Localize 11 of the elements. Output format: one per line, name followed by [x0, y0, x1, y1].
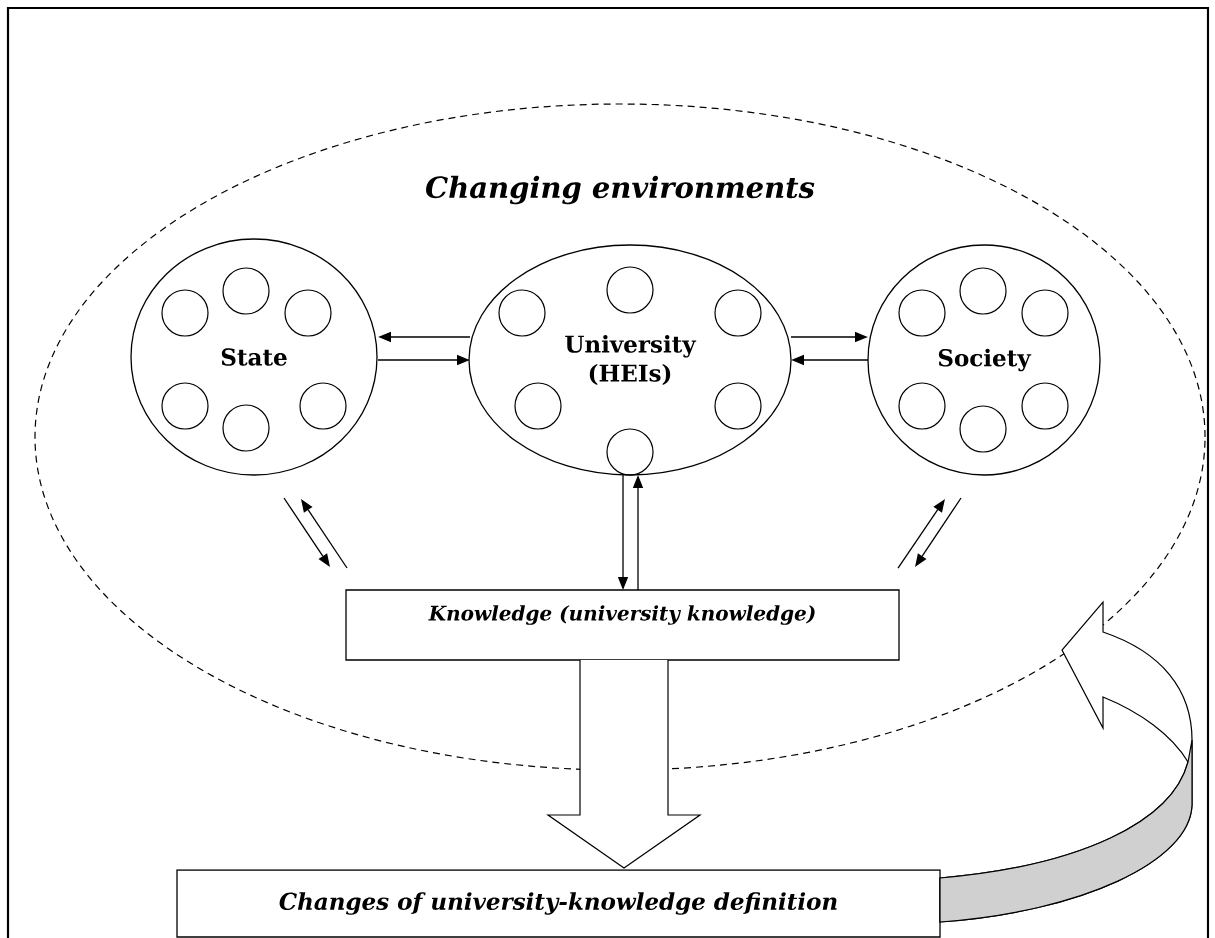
arrow: [897, 499, 945, 569]
arrow: [283, 497, 330, 567]
arrow: [915, 497, 962, 567]
text-box: Knowledge (university knowledge): [345, 589, 900, 661]
ellipse-node: University (HEIs): [468, 244, 792, 476]
ellipse-node: State: [130, 238, 378, 476]
block-arrow: [546, 659, 702, 869]
text-box: Changes of university-knowledge definition: [176, 869, 941, 938]
ellipse-node: Society: [867, 244, 1101, 476]
curved-block-arrow: [939, 601, 1193, 923]
arrow: [301, 499, 348, 569]
